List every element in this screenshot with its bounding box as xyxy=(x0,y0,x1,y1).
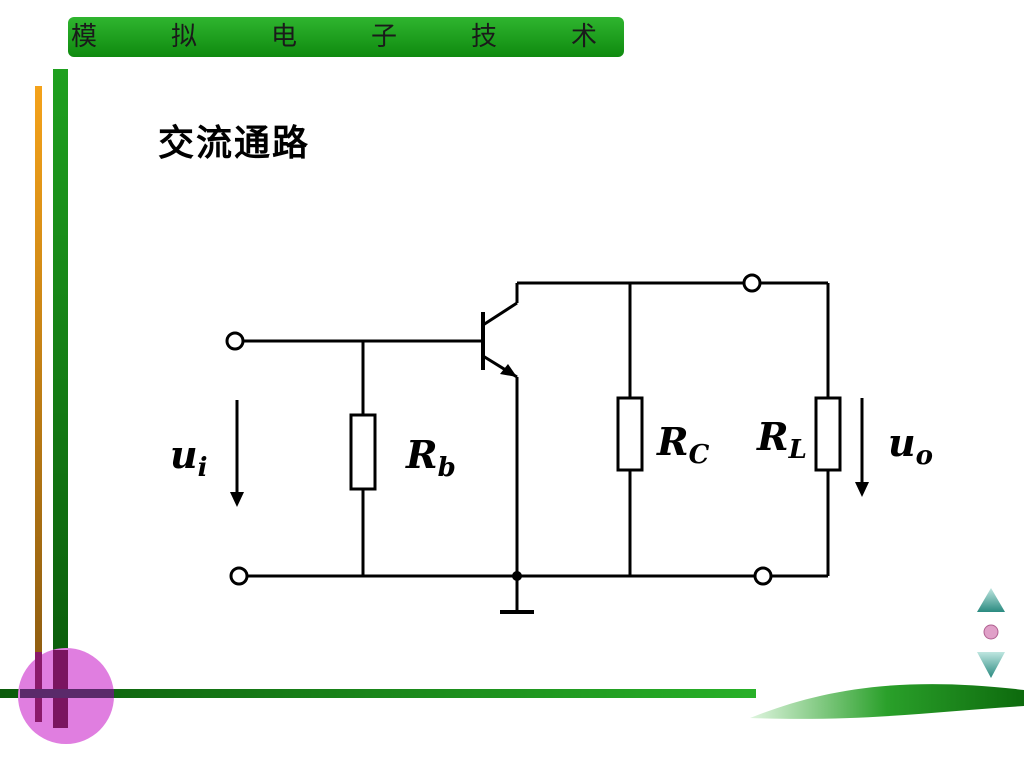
uo-arrowhead xyxy=(855,482,869,497)
left-orange-bar xyxy=(35,86,42,694)
bottom-green-bar xyxy=(0,689,756,698)
label-uo: uo xyxy=(888,420,933,471)
logo-bar-horizontal xyxy=(20,689,114,698)
label-ui: ui xyxy=(170,432,208,483)
transistor-collector-lead xyxy=(482,301,518,327)
label-rb: Rb xyxy=(405,432,456,483)
rc-resistor xyxy=(616,396,644,472)
circle-logo xyxy=(18,648,114,744)
ground-junction-dot xyxy=(512,571,522,581)
input-terminal-bottom xyxy=(229,566,249,586)
output-terminal-top xyxy=(742,273,762,293)
header-bar: 模 拟 电 子 技 术 xyxy=(68,17,624,57)
label-rl: RL xyxy=(756,414,807,465)
left-green-bar xyxy=(53,69,68,694)
nav-home-icon[interactable] xyxy=(983,624,999,640)
nav-up-icon[interactable] xyxy=(977,588,1005,612)
logo-bar-left xyxy=(35,652,42,722)
rb-resistor xyxy=(349,413,377,491)
rl-resistor xyxy=(814,396,842,472)
nav-down-icon[interactable] xyxy=(977,652,1005,678)
slide-navigation xyxy=(977,588,1005,678)
slide-title: 交流通路 xyxy=(158,122,311,164)
emitter-arrowhead xyxy=(500,364,517,377)
header-title: 模 拟 电 子 技 术 xyxy=(70,22,621,52)
input-terminal-top xyxy=(225,331,245,351)
output-terminal-bottom xyxy=(753,566,773,586)
ui-arrowhead xyxy=(230,492,244,507)
label-rc: RC xyxy=(656,419,710,470)
